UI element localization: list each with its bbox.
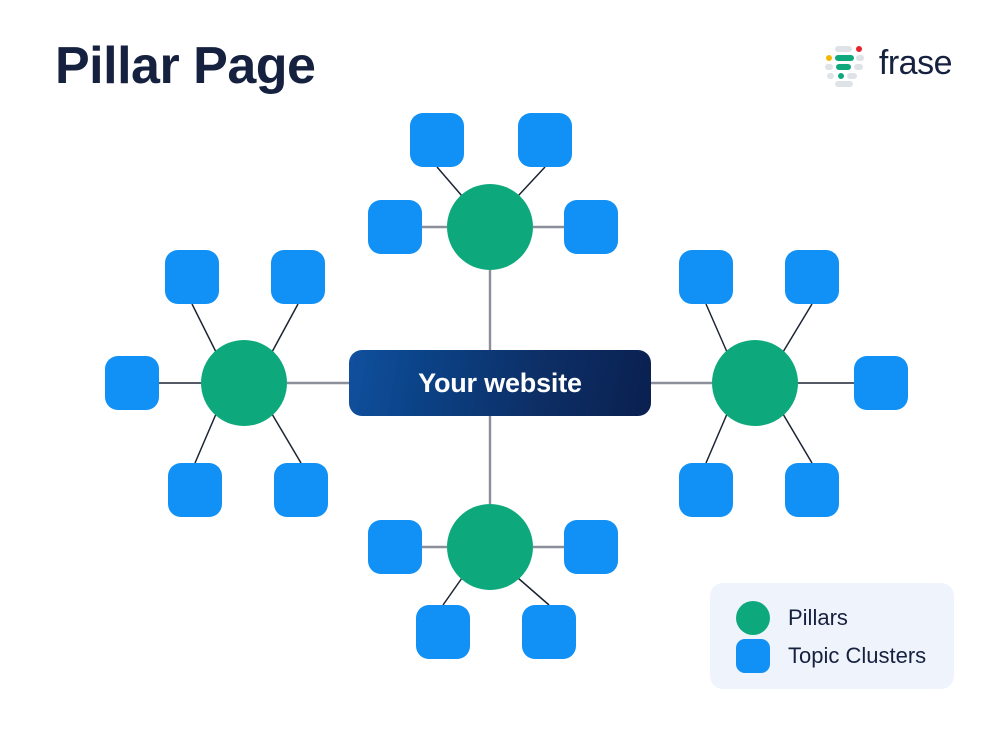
topic-cluster-node[interactable] <box>785 250 839 304</box>
connector-line <box>705 413 728 464</box>
legend-item-label: Topic Clusters <box>788 643 927 668</box>
pillar-node[interactable] <box>712 340 798 426</box>
pillar-node[interactable] <box>201 340 287 426</box>
topic-cluster-node[interactable] <box>168 463 222 517</box>
connector-line <box>194 413 217 464</box>
pillar-node[interactable] <box>447 504 533 590</box>
topic-cluster-node[interactable] <box>679 250 733 304</box>
connector-line <box>782 303 813 353</box>
topic-cluster-node[interactable] <box>368 520 422 574</box>
frase-logo-icon <box>824 44 865 87</box>
legend-item-label: Pillars <box>788 605 848 630</box>
topic-cluster-node[interactable] <box>522 605 576 659</box>
topic-cluster-node[interactable] <box>785 463 839 517</box>
topic-cluster-node[interactable] <box>410 113 464 167</box>
connector-line <box>442 577 463 606</box>
topic-cluster-node[interactable] <box>271 250 325 304</box>
connector-line <box>705 303 728 353</box>
topic-cluster-node[interactable] <box>416 605 470 659</box>
topic-cluster-node[interactable] <box>854 356 908 410</box>
pillar-node[interactable] <box>447 184 533 270</box>
connector-line <box>517 577 550 606</box>
website-hub-node[interactable]: Your website <box>349 350 651 416</box>
topic-cluster-node[interactable] <box>564 520 618 574</box>
topic-cluster-node[interactable] <box>165 250 219 304</box>
blue-square-icon <box>736 639 770 673</box>
page-title: Pillar Page <box>55 37 316 95</box>
topic-cluster-node[interactable] <box>679 463 733 517</box>
topic-cluster-node[interactable] <box>274 463 328 517</box>
website-hub-label: Your website <box>418 367 582 398</box>
brand-logo: frase <box>824 44 953 87</box>
brand-name: frase <box>878 44 953 82</box>
connector-line <box>191 303 217 353</box>
connector-line <box>271 303 299 353</box>
connector-line <box>436 166 463 197</box>
legend-item: Pillars <box>736 599 954 637</box>
connector-line <box>271 413 302 464</box>
topic-cluster-node[interactable] <box>105 356 159 410</box>
connector-line <box>782 413 813 464</box>
legend-item: Topic Clusters <box>736 637 954 675</box>
connector-line <box>517 166 546 197</box>
topic-cluster-node[interactable] <box>368 200 422 254</box>
topic-cluster-node[interactable] <box>518 113 572 167</box>
topic-cluster-node[interactable] <box>564 200 618 254</box>
green-circle-icon <box>736 601 770 635</box>
